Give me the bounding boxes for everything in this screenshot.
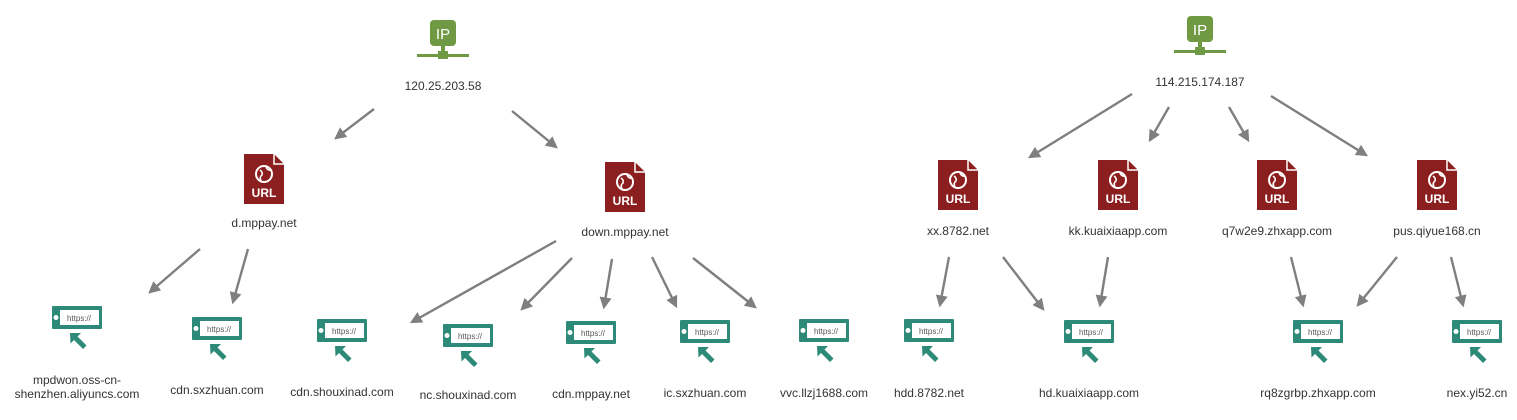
- edge-u2-h3: [520, 257, 573, 311]
- url-node-label: pus.qiyue168.cn: [1393, 224, 1480, 238]
- https-link-icon: https://: [317, 319, 367, 362]
- url-icon-text: URL: [1425, 192, 1450, 206]
- edge-ip1-u1: [334, 108, 375, 140]
- url-document-icon: URL: [605, 162, 645, 212]
- https-node-label: hdd.8782.net: [894, 386, 965, 400]
- url-icon-text: URL: [946, 192, 971, 206]
- ip-network-icon: IP: [417, 20, 469, 59]
- ip-node-label: 120.25.203.58: [405, 79, 482, 93]
- edge-u1-h1: [148, 248, 201, 294]
- url-document-icon: URL: [1417, 160, 1457, 210]
- edge-u6-h10: [1356, 256, 1398, 307]
- https-link-icon: https://: [1064, 320, 1114, 363]
- https-node-label: rq8zgrbp.zhxapp.com: [1260, 386, 1375, 400]
- https-link-icon: https://: [904, 319, 954, 362]
- edge-u4-h9: [1095, 256, 1110, 308]
- ip-node[interactable]: IP 120.25.203.58: [405, 20, 482, 93]
- url-node[interactable]: URL kk.kuaixiaapp.com: [1069, 160, 1168, 238]
- edge-ip1-u2: [511, 110, 558, 149]
- https-node-label: shenzhen.aliyuncs.com: [15, 387, 140, 401]
- https-node[interactable]: https:// cdn.sxzhuan.com: [170, 317, 264, 397]
- https-node-label: cdn.sxzhuan.com: [170, 383, 263, 397]
- url-icon-text: URL: [613, 194, 638, 208]
- url-node[interactable]: URL down.mppay.net: [581, 162, 669, 239]
- edge-ip2-u6: [1270, 94, 1369, 157]
- url-node-label: q7w2e9.zhxapp.com: [1222, 224, 1332, 238]
- https-icon-text: https://: [919, 327, 944, 336]
- https-node-label: cdn.mppay.net: [552, 387, 630, 401]
- https-icon-text: https://: [67, 314, 92, 323]
- ip-node[interactable]: IP 114.215.174.187: [1155, 16, 1245, 89]
- ip-icon-text: IP: [436, 26, 450, 43]
- https-node[interactable]: https:// nex.yi52.cn: [1447, 320, 1508, 400]
- url-node-label: kk.kuaixiaapp.com: [1069, 224, 1168, 238]
- https-node[interactable]: https:// hdd.8782.net: [894, 319, 965, 400]
- url-document-icon: URL: [1098, 160, 1138, 210]
- https-icon-text: https://: [458, 332, 483, 341]
- https-node-label: nex.yi52.cn: [1447, 386, 1508, 400]
- https-link-icon: https://: [52, 306, 102, 349]
- https-icon-text: https://: [1079, 328, 1104, 337]
- https-node[interactable]: https:// cdn.mppay.net: [552, 321, 631, 401]
- edge-u2-h7: [692, 257, 757, 309]
- edge-ip2-u3: [1027, 92, 1133, 159]
- https-node-label: vvc.llzj1688.com: [780, 386, 868, 400]
- https-link-icon: https://: [192, 317, 242, 360]
- edge-ip2-u5: [1227, 106, 1250, 143]
- https-icon-text: https://: [581, 329, 606, 338]
- edge-ip2-u4: [1148, 106, 1171, 143]
- edge-u3-h9: [1002, 256, 1045, 311]
- https-icon-text: https://: [207, 325, 232, 334]
- https-node[interactable]: https:// cdn.shouxinad.com: [290, 319, 394, 399]
- https-link-icon: https://: [799, 319, 849, 362]
- https-icon-text: https://: [814, 327, 839, 336]
- ip-icon-text: IP: [1193, 22, 1207, 39]
- url-document-icon: URL: [244, 154, 284, 204]
- url-node[interactable]: URL pus.qiyue168.cn: [1393, 160, 1481, 238]
- https-node-label: cdn.shouxinad.com: [290, 385, 393, 399]
- url-node-label: down.mppay.net: [581, 225, 669, 239]
- ip-network-icon: IP: [1174, 16, 1226, 55]
- https-link-icon: https://: [443, 324, 493, 367]
- url-node[interactable]: URL d.mppay.net: [231, 154, 297, 230]
- url-node[interactable]: URL xx.8782.net: [927, 160, 990, 238]
- url-icon-text: URL: [1106, 192, 1131, 206]
- url-document-icon: URL: [938, 160, 978, 210]
- https-link-icon: https://: [1293, 320, 1343, 363]
- edges-layer: [148, 92, 1467, 324]
- edge-u6-h11: [1449, 256, 1467, 308]
- url-icon-text: URL: [1265, 192, 1290, 206]
- https-node[interactable]: https:// rq8zgrbp.zhxapp.com: [1260, 320, 1376, 400]
- url-node-label: xx.8782.net: [927, 224, 990, 238]
- url-node[interactable]: URL q7w2e9.zhxapp.com: [1222, 160, 1332, 238]
- https-icon-text: https://: [332, 327, 357, 336]
- url-icon-text: URL: [252, 186, 277, 200]
- https-node[interactable]: https:// nc.shouxinad.com: [420, 324, 517, 402]
- edge-u2-h5: [599, 258, 614, 310]
- https-link-icon: https://: [680, 320, 730, 363]
- https-node[interactable]: https:// vvc.llzj1688.com: [780, 319, 868, 400]
- edge-u2-h4: [409, 239, 557, 324]
- https-node-label: hd.kuaixiaapp.com: [1039, 386, 1139, 400]
- url-document-icon: URL: [1257, 160, 1297, 210]
- https-icon-text: https://: [1308, 328, 1333, 337]
- https-node[interactable]: https:// hd.kuaixiaapp.com: [1039, 320, 1139, 400]
- https-link-icon: https://: [566, 321, 616, 364]
- https-node[interactable]: https:// mpdwon.oss-cn-shenzhen.aliyuncs.…: [15, 306, 140, 401]
- https-icon-text: https://: [695, 328, 720, 337]
- ip-node-label: 114.215.174.187: [1155, 75, 1245, 89]
- https-icon-text: https://: [1467, 328, 1492, 337]
- https-node-label: mpdwon.oss-cn-: [33, 373, 121, 387]
- https-node-label: nc.shouxinad.com: [420, 388, 517, 402]
- edge-u2-h6: [650, 256, 678, 309]
- edge-u3-h8: [935, 256, 951, 308]
- https-link-icon: https://: [1452, 320, 1502, 363]
- url-node-label: d.mppay.net: [231, 216, 297, 230]
- https-node[interactable]: https:// ic.sxzhuan.com: [664, 320, 747, 400]
- edge-u5-h10: [1289, 256, 1307, 308]
- https-node-label: ic.sxzhuan.com: [664, 386, 747, 400]
- edge-u1-h2: [229, 248, 250, 305]
